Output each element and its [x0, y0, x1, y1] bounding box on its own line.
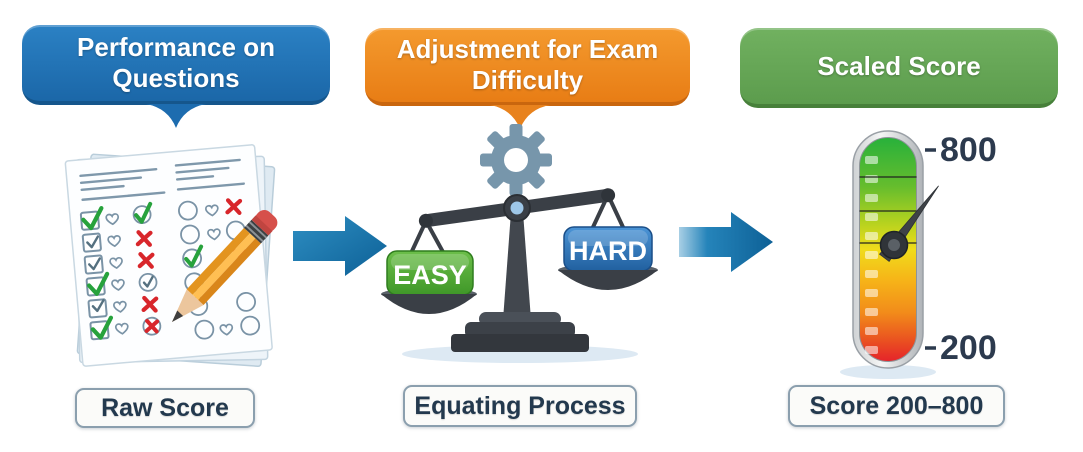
pencil-icon	[172, 209, 278, 322]
hard-tag-label: HARD	[569, 236, 647, 266]
paper-front-sheet	[64, 144, 273, 367]
adjustment-title: Adjustment for Exam Difficulty	[396, 34, 659, 95]
green-check-icons	[81, 206, 114, 340]
score-range-caption: Score 200–800	[788, 385, 1005, 427]
gauge-shadow	[840, 365, 936, 379]
gauge-needle-icon	[878, 185, 939, 262]
gauge-scale-labels: 800 200	[925, 131, 997, 367]
hard-weight-tag: HARD	[563, 226, 653, 272]
equating-process-caption-text: Equating Process	[414, 391, 626, 420]
balance-scale-illustration: EASY HARD	[381, 124, 658, 363]
raw-score-caption: Raw Score	[75, 388, 255, 428]
equating-process-caption: Equating Process	[403, 385, 637, 427]
gauge-max-label: 800	[940, 131, 997, 169]
adjustment-title-bubble: Adjustment for Exam Difficulty	[365, 28, 690, 106]
checklist-left-column	[79, 201, 162, 341]
arrow-right-icon-2	[679, 212, 773, 272]
performance-title-bubble: Performance on Questions	[22, 25, 330, 105]
scale-base	[451, 312, 589, 352]
performance-title: Performance on Questions	[77, 32, 275, 93]
heart-icons	[105, 213, 129, 335]
score-range-caption-text: Score 200–800	[809, 391, 984, 420]
header-text-lines	[79, 158, 245, 201]
score-gauge-illustration: 800 200	[840, 130, 997, 379]
easy-weight-tag: EASY	[386, 250, 474, 296]
scaled-score-title-bubble: Scaled Score	[740, 28, 1058, 108]
left-third-symbols	[132, 201, 162, 336]
easy-tag-label: EASY	[393, 260, 467, 290]
gear-icon	[480, 124, 552, 196]
checklist-illustration	[64, 144, 278, 368]
arrow-right-icon-1	[293, 216, 387, 276]
performance-bubble-tail	[146, 104, 206, 128]
beam-pivot-center	[510, 201, 524, 215]
gauge-min-label: 200	[940, 329, 997, 367]
gauge-ticks	[865, 156, 878, 354]
easy-pan-bowl	[381, 294, 477, 314]
hard-pan-bowl	[558, 270, 658, 290]
scale-column	[503, 212, 531, 320]
scaled-score-title: Scaled Score	[817, 50, 981, 81]
adjustment-bubble-tail	[490, 105, 550, 129]
raw-score-caption-text: Raw Score	[101, 393, 229, 422]
